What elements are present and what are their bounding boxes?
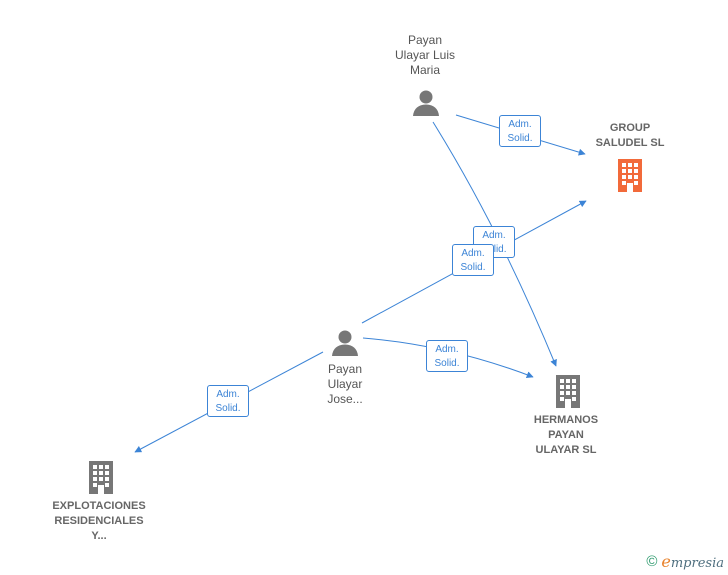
brand-footer: © empresia xyxy=(646,552,724,571)
person-node-jose[interactable]: Payan Ulayar Jose... xyxy=(300,362,390,407)
company-node-explotaciones[interactable]: EXPLOTACIONES RESIDENCIALES Y... xyxy=(44,499,154,544)
person-label-jose: Payan Ulayar Jose... xyxy=(327,362,363,406)
person-icon[interactable] xyxy=(330,328,360,358)
company-label-explotaciones: EXPLOTACIONES RESIDENCIALES Y... xyxy=(52,500,146,542)
edge-label-type: Solid. xyxy=(507,133,533,144)
edge-label-role: Adm. xyxy=(435,344,459,355)
edge-label-role: Adm. xyxy=(482,230,506,241)
person-icon[interactable] xyxy=(411,88,441,118)
company-node-group-saludel[interactable]: GROUP SALUDEL SL xyxy=(582,121,678,151)
brand-initial: e xyxy=(661,552,671,571)
brand-logo: empresia xyxy=(661,552,724,571)
edge-label-role: Adm. xyxy=(216,389,240,400)
edge-label-type: Solid. xyxy=(434,358,460,369)
edge-label-jose-hermanos[interactable]: Adm. Solid. xyxy=(426,340,468,372)
building-icon[interactable] xyxy=(86,460,116,494)
edge-label-jose-explotaciones[interactable]: Adm. Solid. xyxy=(207,385,249,417)
company-label-hermanos: HERMANOS PAYAN ULAYAR SL xyxy=(533,414,599,456)
edge-label-type: Solid. xyxy=(460,262,486,273)
brand-name: mpresia xyxy=(670,556,724,571)
person-label-luis: Payan Ulayar Luis Maria xyxy=(394,33,456,77)
copyright-icon: © xyxy=(646,553,658,570)
building-icon[interactable] xyxy=(615,158,645,192)
edge-label-role: Adm. xyxy=(461,248,485,259)
edge-label-jose-group[interactable]: Adm. Solid. xyxy=(452,244,494,276)
company-node-hermanos[interactable]: HERMANOS PAYAN ULAYAR SL xyxy=(518,413,614,458)
person-node-luis[interactable]: Payan Ulayar Luis Maria xyxy=(380,33,470,78)
building-icon[interactable] xyxy=(553,374,583,408)
edge-label-luis-group[interactable]: Adm. Solid. xyxy=(499,115,541,147)
edge-label-type: Solid. xyxy=(215,403,241,414)
edge-label-role: Adm. xyxy=(508,119,532,130)
company-label-group-saludel: GROUP SALUDEL SL xyxy=(595,122,665,149)
